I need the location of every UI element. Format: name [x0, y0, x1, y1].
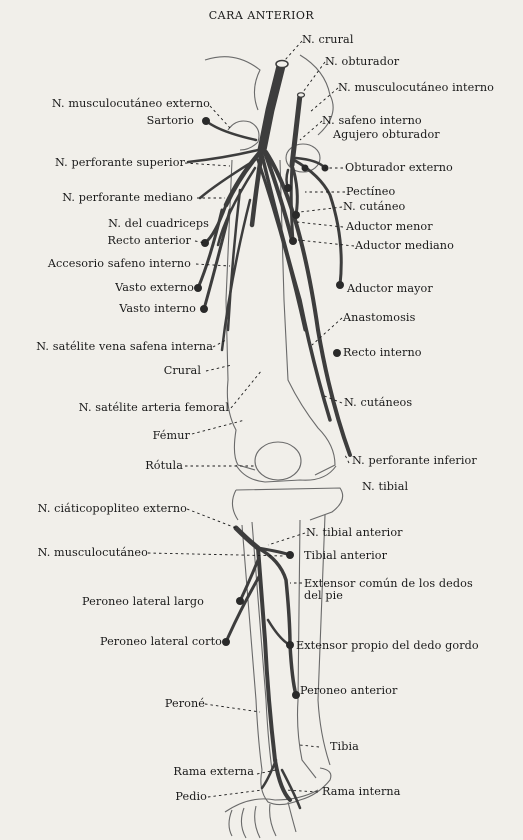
nerve-cut-end — [298, 93, 305, 97]
label-rotula: Rótula — [145, 460, 183, 472]
label-n-crural: N. crural — [302, 34, 354, 46]
figure-title: CARA ANTERIOR — [0, 9, 523, 22]
label-rama-externa: Rama externa — [173, 766, 254, 778]
label-aductor-menor: Aductor menor — [346, 221, 433, 233]
label-peroneo-lateral-largo: Peroneo lateral largo — [82, 596, 204, 608]
label-extensor-propio: Extensor propio del dedo gordo — [296, 640, 479, 652]
label-n-cutaneos: N. cutáneos — [344, 397, 412, 409]
label-n-tibial-anterior: N. tibial anterior — [306, 527, 403, 539]
label-n-tibial: N. tibial — [362, 481, 408, 493]
label-peroneo-anterior: Peroneo anterior — [300, 685, 397, 697]
label-n-perforante-superior: N. perforante superior — [55, 157, 185, 169]
label-n-satelite-arteria-femoral: N. satélite arteria femoral — [79, 402, 229, 414]
label-aductor-mediano: Aductor mediano — [355, 240, 454, 252]
label-n-satelite-vena-safena-interna: N. satélite vena safena interna — [36, 341, 213, 353]
label-femur: Fémur — [153, 430, 190, 442]
label-perone: Peroné — [165, 698, 205, 710]
label-sartorio: Sartorio — [147, 115, 194, 127]
label-n-musculocutaneo: N. musculocutáneo — [38, 547, 148, 559]
label-n-musculocutaneo-interno: N. musculocutáneo interno — [338, 82, 494, 94]
label-pedio: Pedio — [175, 791, 207, 803]
label-crural: Crural — [164, 365, 201, 377]
label-recto-anterior: Recto anterior — [108, 235, 192, 247]
label-tibia: Tibia — [330, 741, 359, 753]
label-obturador-externo: Obturador externo — [345, 162, 453, 174]
nerve-cut-end — [276, 61, 288, 68]
patella-bone — [255, 442, 301, 480]
label-n-del-cuadriceps: N. del cuadriceps — [108, 218, 209, 230]
label-vasto-interno: Vasto interno — [119, 303, 196, 315]
label-vasto-externo: Vasto externo — [115, 282, 194, 294]
label-n-perforante-mediano: N. perforante mediano — [62, 192, 193, 204]
label-n-musculocutaneo-externo: N. musculocutáneo externo — [52, 98, 210, 110]
label-rama-interna: Rama interna — [322, 786, 401, 798]
label-n-cutaneo: N. cutáneo — [343, 201, 405, 213]
label-pectineo: Pectíneo — [346, 186, 395, 198]
label-anastomosis: Anastomosis — [343, 312, 415, 324]
label-n-perforante-inferior: N. perforante inferior — [352, 455, 477, 467]
label-n-ciaticopopliteo-externo: N. ciáticopopliteo externo — [38, 503, 187, 515]
label-peroneo-lateral-corto: Peroneo lateral corto — [100, 636, 222, 648]
label-extensor-comun-line2: del pie — [304, 590, 343, 602]
label-n-safeno-interno: N. safeno interno — [322, 115, 422, 127]
label-tibial-anterior: Tibial anterior — [304, 550, 387, 562]
label-n-obturador: N. obturador — [325, 56, 399, 68]
label-accesorio-safeno-interno: Accesorio safeno interno — [48, 258, 191, 270]
label-agujero-obturador: Agujero obturador — [333, 129, 440, 141]
label-recto-interno: Recto interno — [343, 347, 422, 359]
label-aductor-mayor: Aductor mayor — [347, 283, 433, 295]
